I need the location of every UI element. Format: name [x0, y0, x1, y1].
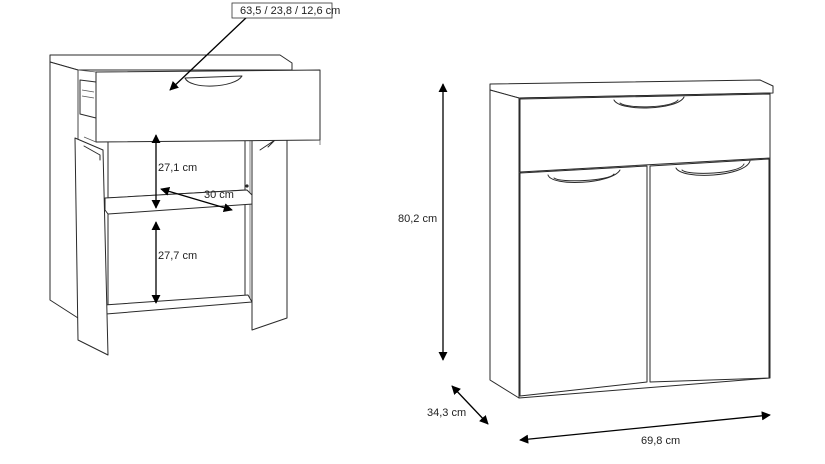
cabinet-top-panel — [49, 54, 293, 71]
closed-cabinet-view — [489, 79, 774, 399]
closed-drawer-front — [519, 93, 771, 173]
left-door-handle — [83, 145, 101, 161]
total-height-label: 80,2 cm — [398, 213, 437, 225]
bottom-panel — [103, 294, 253, 315]
drawer-handle — [184, 75, 243, 87]
shelf-depth-dimension-line — [160, 186, 233, 213]
total-width-label: 69,8 cm — [641, 435, 680, 447]
total-depth-label: 34,3 cm — [427, 407, 466, 419]
total-depth-dimension-line — [451, 385, 489, 425]
drawer-front — [95, 69, 321, 143]
closed-right-door — [649, 158, 770, 383]
drawer-dims-label: 63,5 / 23,8 / 12,6 cm — [240, 5, 340, 17]
open-cabinet-view — [49, 54, 321, 356]
lower-height-label: 27,7 cm — [158, 250, 197, 262]
closed-left-side — [489, 89, 520, 399]
right-open-door — [251, 129, 288, 331]
upper-height-label: 27,1 cm — [158, 162, 197, 174]
closed-left-door — [519, 165, 648, 397]
open-view-dimensions: 63,5 / 23,8 / 12,6 cm 27,1 cm 30 cm 27,7… — [151, 2, 340, 304]
drawer-side-runner — [79, 79, 97, 119]
cabinet-left-side — [49, 61, 79, 319]
closed-right-door-handle — [675, 160, 751, 176]
closed-left-door-handle — [547, 169, 621, 183]
closed-drawer-handle — [613, 96, 685, 109]
shelf-depth-label: 30 cm — [204, 189, 234, 201]
drawer-dims-leader — [169, 15, 249, 91]
closed-view-dimensions: 80,2 cm 34,3 cm 69,8 cm — [398, 83, 771, 447]
total-width-dimension-line — [519, 411, 771, 444]
left-open-door — [74, 137, 109, 356]
